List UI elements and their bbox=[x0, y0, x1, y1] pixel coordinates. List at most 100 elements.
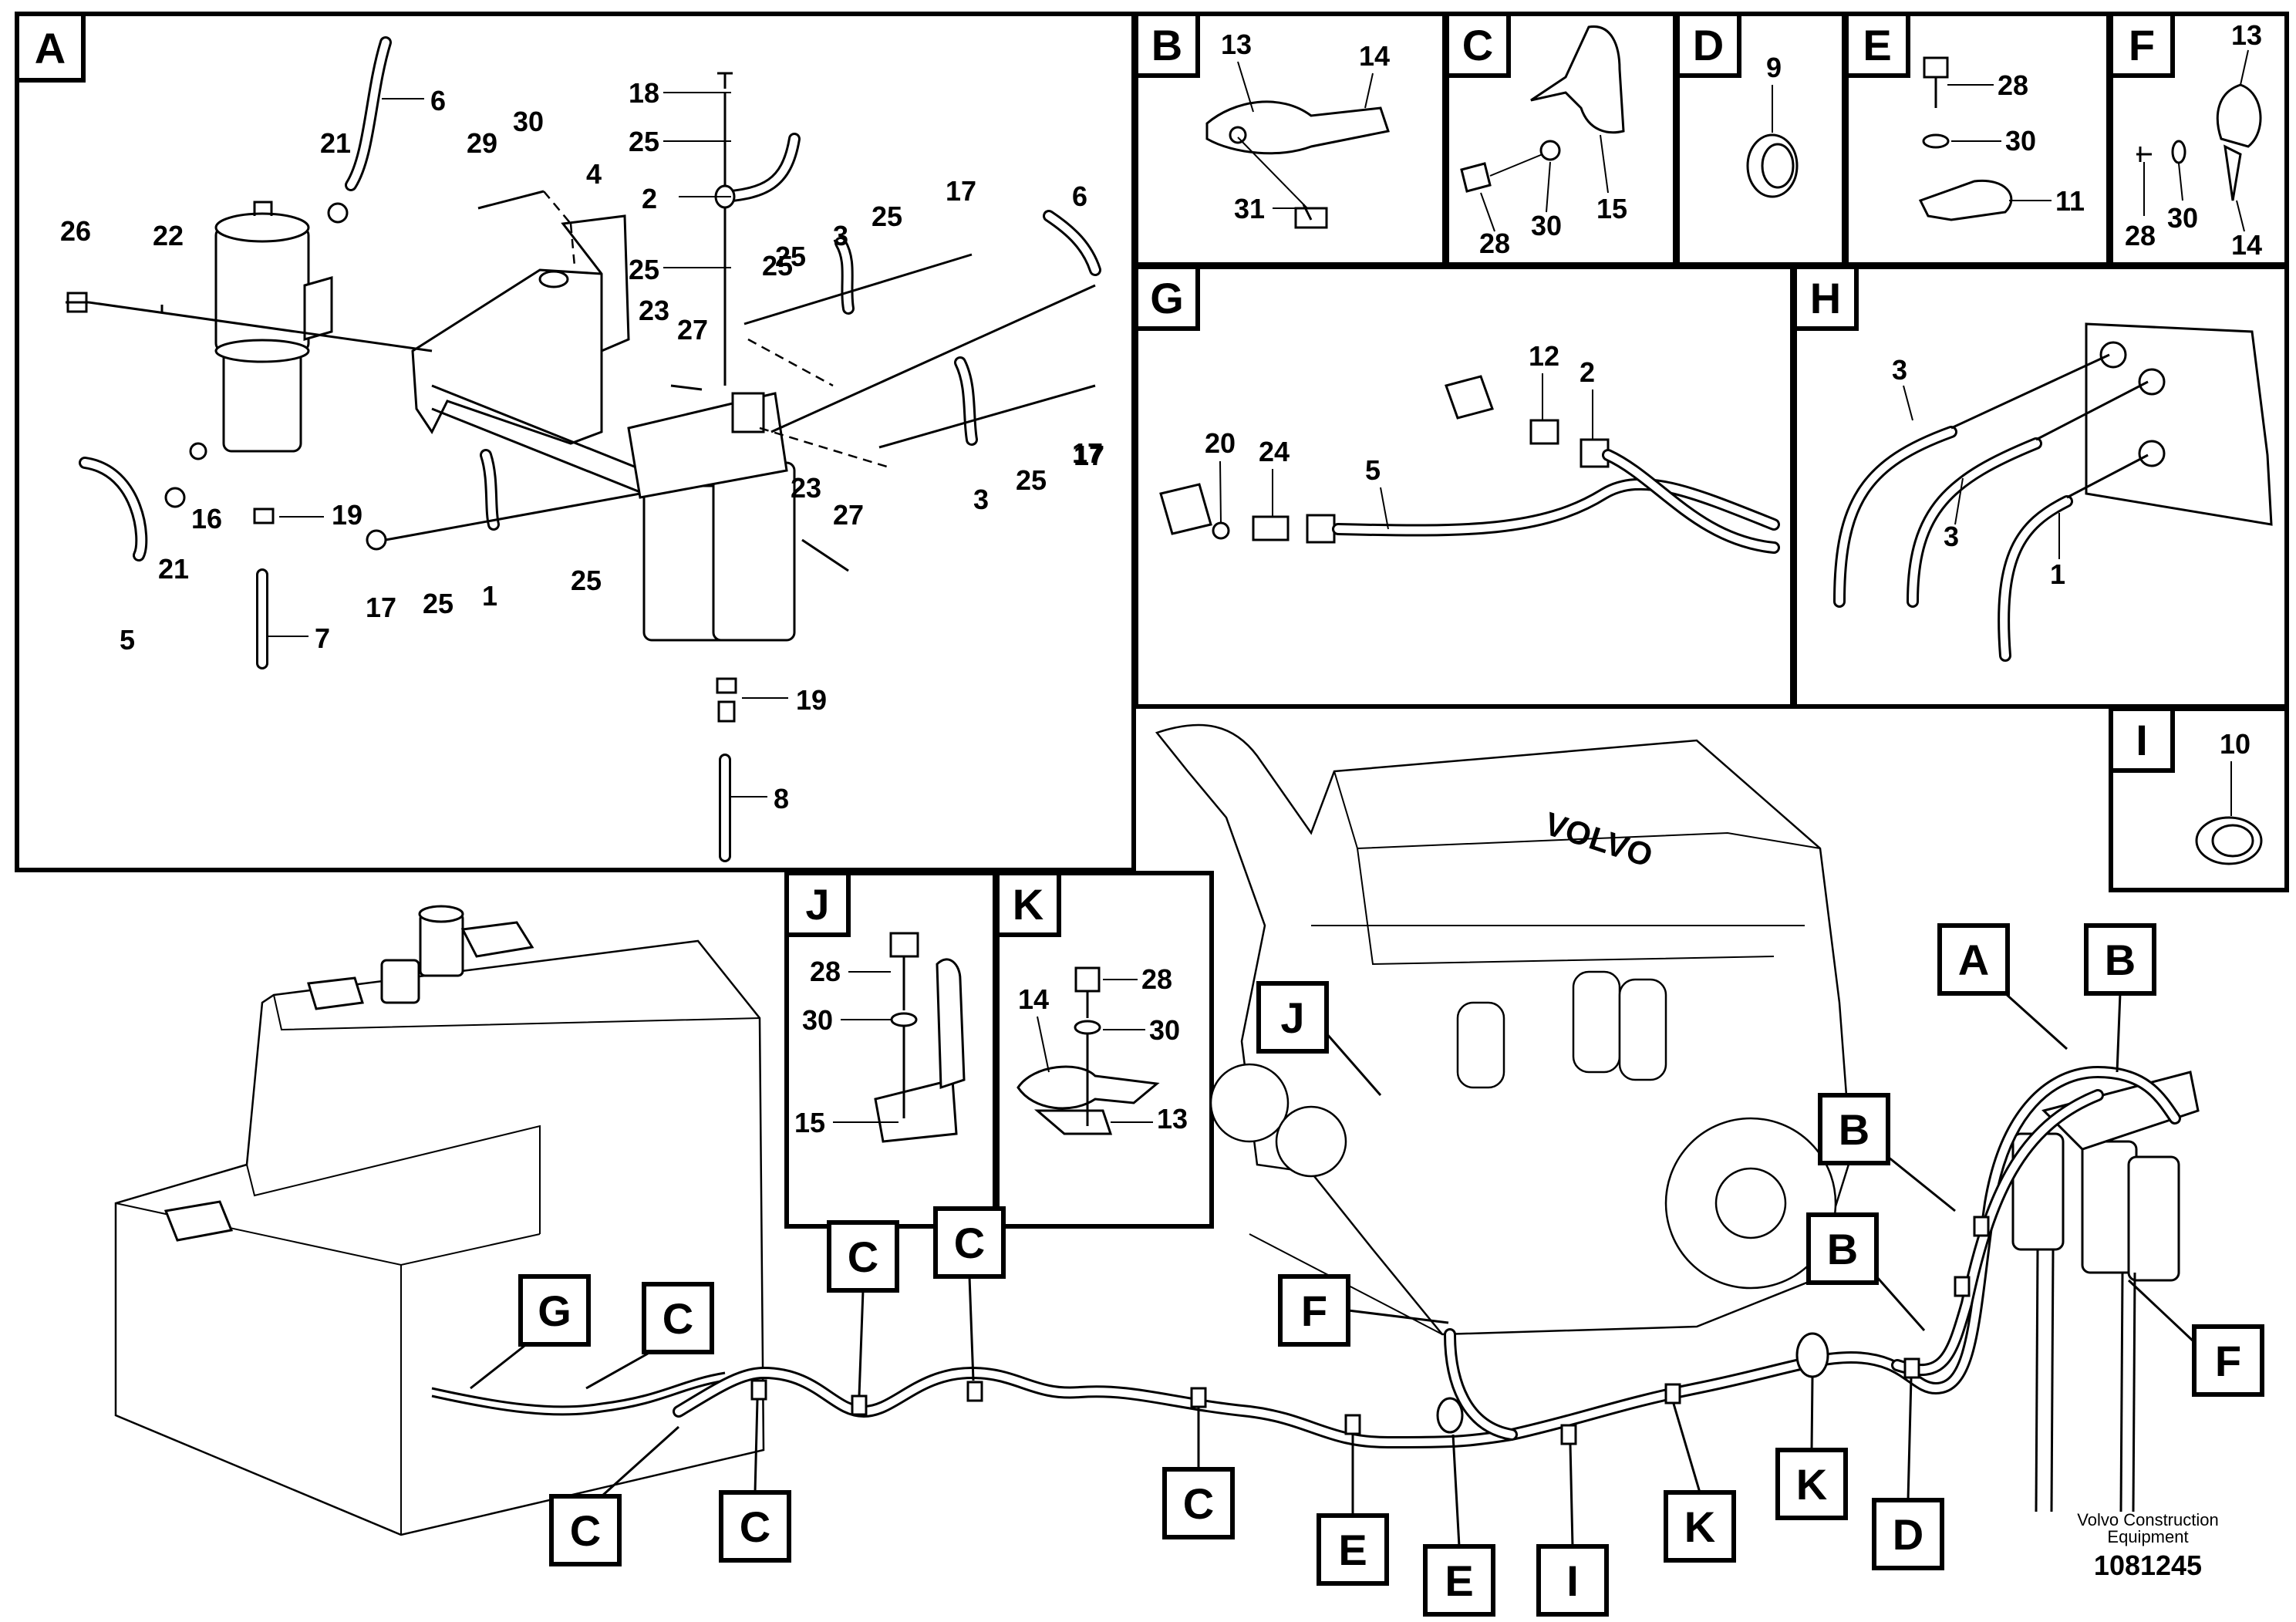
panel-f-drawing: 13 28 30 14 bbox=[2125, 19, 2262, 261]
fuel-hose-run bbox=[431, 1065, 2181, 1449]
svg-text:A: A bbox=[1958, 936, 1989, 984]
svg-text:30: 30 bbox=[2167, 202, 2198, 234]
callout-h: J bbox=[1256, 981, 1382, 1096]
main-filter-right bbox=[712, 461, 796, 642]
callout-c-1: C bbox=[585, 1282, 714, 1390]
svg-text:16: 16 bbox=[191, 503, 222, 534]
fuel-tank bbox=[114, 905, 765, 1536]
svg-text:13: 13 bbox=[2231, 19, 2262, 51]
svg-text:1: 1 bbox=[482, 580, 497, 612]
svg-text:C: C bbox=[1183, 1479, 1214, 1528]
svg-text:8: 8 bbox=[774, 783, 789, 814]
svg-text:21: 21 bbox=[158, 553, 189, 585]
panel-h-drawing: 3 3 1 bbox=[1833, 322, 2273, 662]
svg-text:13: 13 bbox=[1157, 1103, 1188, 1135]
callout-b-1: A bbox=[1937, 923, 2068, 1050]
panel-d-label: D bbox=[1675, 12, 1741, 78]
panel-g-drawing: 12 2 20 24 5 bbox=[1159, 340, 1780, 554]
callout-c-2: C bbox=[827, 1220, 899, 1397]
svg-text:D: D bbox=[1693, 21, 1724, 69]
svg-text:1081245: 1081245 bbox=[2094, 1549, 2202, 1581]
panel-k-frame bbox=[995, 871, 1214, 1229]
svg-text:A: A bbox=[35, 24, 66, 73]
panel-b-drawing: 13 14 31 bbox=[1205, 29, 1390, 229]
svg-text:30: 30 bbox=[513, 106, 544, 137]
svg-text:F: F bbox=[2129, 21, 2155, 69]
svg-text:17: 17 bbox=[1072, 437, 1103, 469]
svg-text:15: 15 bbox=[1596, 193, 1627, 224]
panel-f-label: F bbox=[2109, 12, 2175, 78]
panel-i-frame bbox=[2109, 706, 2289, 892]
tank-fitting-lower bbox=[1159, 483, 1212, 535]
svg-text:9: 9 bbox=[1766, 52, 1782, 83]
panel-e-label: E bbox=[1844, 12, 1910, 78]
svg-text:25: 25 bbox=[571, 565, 602, 596]
panel-j-label: J bbox=[784, 871, 851, 937]
panel-c-label: C bbox=[1445, 12, 1511, 78]
svg-text:23: 23 bbox=[639, 295, 669, 326]
svg-text:J: J bbox=[805, 880, 829, 929]
callout-k-2: K bbox=[1664, 1403, 1736, 1563]
callout-b-2: B bbox=[1818, 1093, 1956, 1212]
svg-text:6: 6 bbox=[1072, 180, 1087, 212]
svg-text:23: 23 bbox=[791, 472, 821, 504]
svg-text:7: 7 bbox=[315, 622, 330, 654]
panel-g-label: G bbox=[1134, 265, 1200, 331]
svg-text:18: 18 bbox=[629, 77, 659, 109]
callout-f-2: F bbox=[1278, 1274, 1449, 1347]
svg-text:2: 2 bbox=[1580, 356, 1595, 388]
engine: VOLVO bbox=[1155, 723, 1853, 1336]
panel-a-label: A bbox=[15, 12, 86, 83]
tank-fitting-upper bbox=[1445, 375, 1494, 420]
footer: Volvo Construction Equipment 1081245 bbox=[2077, 1510, 2218, 1581]
panel-a-drawing bbox=[66, 36, 1101, 862]
svg-text:28: 28 bbox=[1141, 963, 1172, 995]
svg-text:27: 27 bbox=[833, 499, 864, 531]
mounting-bracket bbox=[411, 268, 603, 445]
svg-text:12: 12 bbox=[1529, 340, 1559, 372]
svg-text:H: H bbox=[1810, 274, 1841, 322]
callout-g: G bbox=[470, 1274, 591, 1390]
svg-text:E: E bbox=[1445, 1556, 1473, 1605]
svg-text:E: E bbox=[1863, 21, 1891, 69]
svg-text:G: G bbox=[538, 1286, 571, 1335]
svg-text:D: D bbox=[1893, 1510, 1923, 1559]
panel-j-drawing: 28 30 15 bbox=[794, 932, 966, 1143]
svg-text:30: 30 bbox=[1531, 210, 1562, 241]
callout-j: B bbox=[2084, 923, 2156, 1073]
svg-text:24: 24 bbox=[1259, 436, 1290, 467]
svg-text:25: 25 bbox=[423, 588, 453, 619]
svg-text:C: C bbox=[570, 1506, 601, 1555]
svg-text:C: C bbox=[663, 1294, 693, 1343]
svg-text:14: 14 bbox=[2231, 229, 2262, 261]
svg-text:2: 2 bbox=[642, 183, 657, 214]
svg-text:1: 1 bbox=[2050, 558, 2065, 590]
svg-text:13: 13 bbox=[1221, 29, 1252, 60]
panel-d-drawing: 9 bbox=[1746, 52, 1799, 198]
svg-text:F: F bbox=[1301, 1286, 1327, 1335]
callout-e-2: E bbox=[1317, 1435, 1389, 1586]
svg-text:17: 17 bbox=[946, 175, 976, 207]
callout-b-3: B bbox=[1806, 1212, 1926, 1331]
svg-text:Volvo Construction: Volvo Construction bbox=[2077, 1510, 2218, 1529]
svg-text:28: 28 bbox=[1479, 228, 1510, 259]
svg-text:31: 31 bbox=[1234, 193, 1265, 224]
svg-text:25: 25 bbox=[762, 250, 793, 282]
svg-text:J: J bbox=[1280, 993, 1304, 1042]
svg-text:Equipment: Equipment bbox=[2107, 1527, 2188, 1546]
svg-text:5: 5 bbox=[120, 624, 135, 656]
svg-text:14: 14 bbox=[1359, 40, 1390, 72]
svg-text:25: 25 bbox=[1016, 464, 1047, 496]
svg-text:B: B bbox=[2105, 936, 2136, 984]
svg-text:G: G bbox=[1150, 274, 1184, 322]
panel-k-label: K bbox=[995, 871, 1061, 937]
svg-text:17: 17 bbox=[1074, 440, 1104, 471]
svg-text:E: E bbox=[1338, 1526, 1367, 1574]
svg-text:20: 20 bbox=[1205, 427, 1236, 459]
svg-text:11: 11 bbox=[2055, 185, 2085, 217]
panel-i-label: I bbox=[2109, 706, 2175, 773]
svg-text:21: 21 bbox=[320, 127, 351, 159]
svg-text:30: 30 bbox=[2005, 125, 2036, 157]
engine-port-plate bbox=[2085, 322, 2273, 526]
